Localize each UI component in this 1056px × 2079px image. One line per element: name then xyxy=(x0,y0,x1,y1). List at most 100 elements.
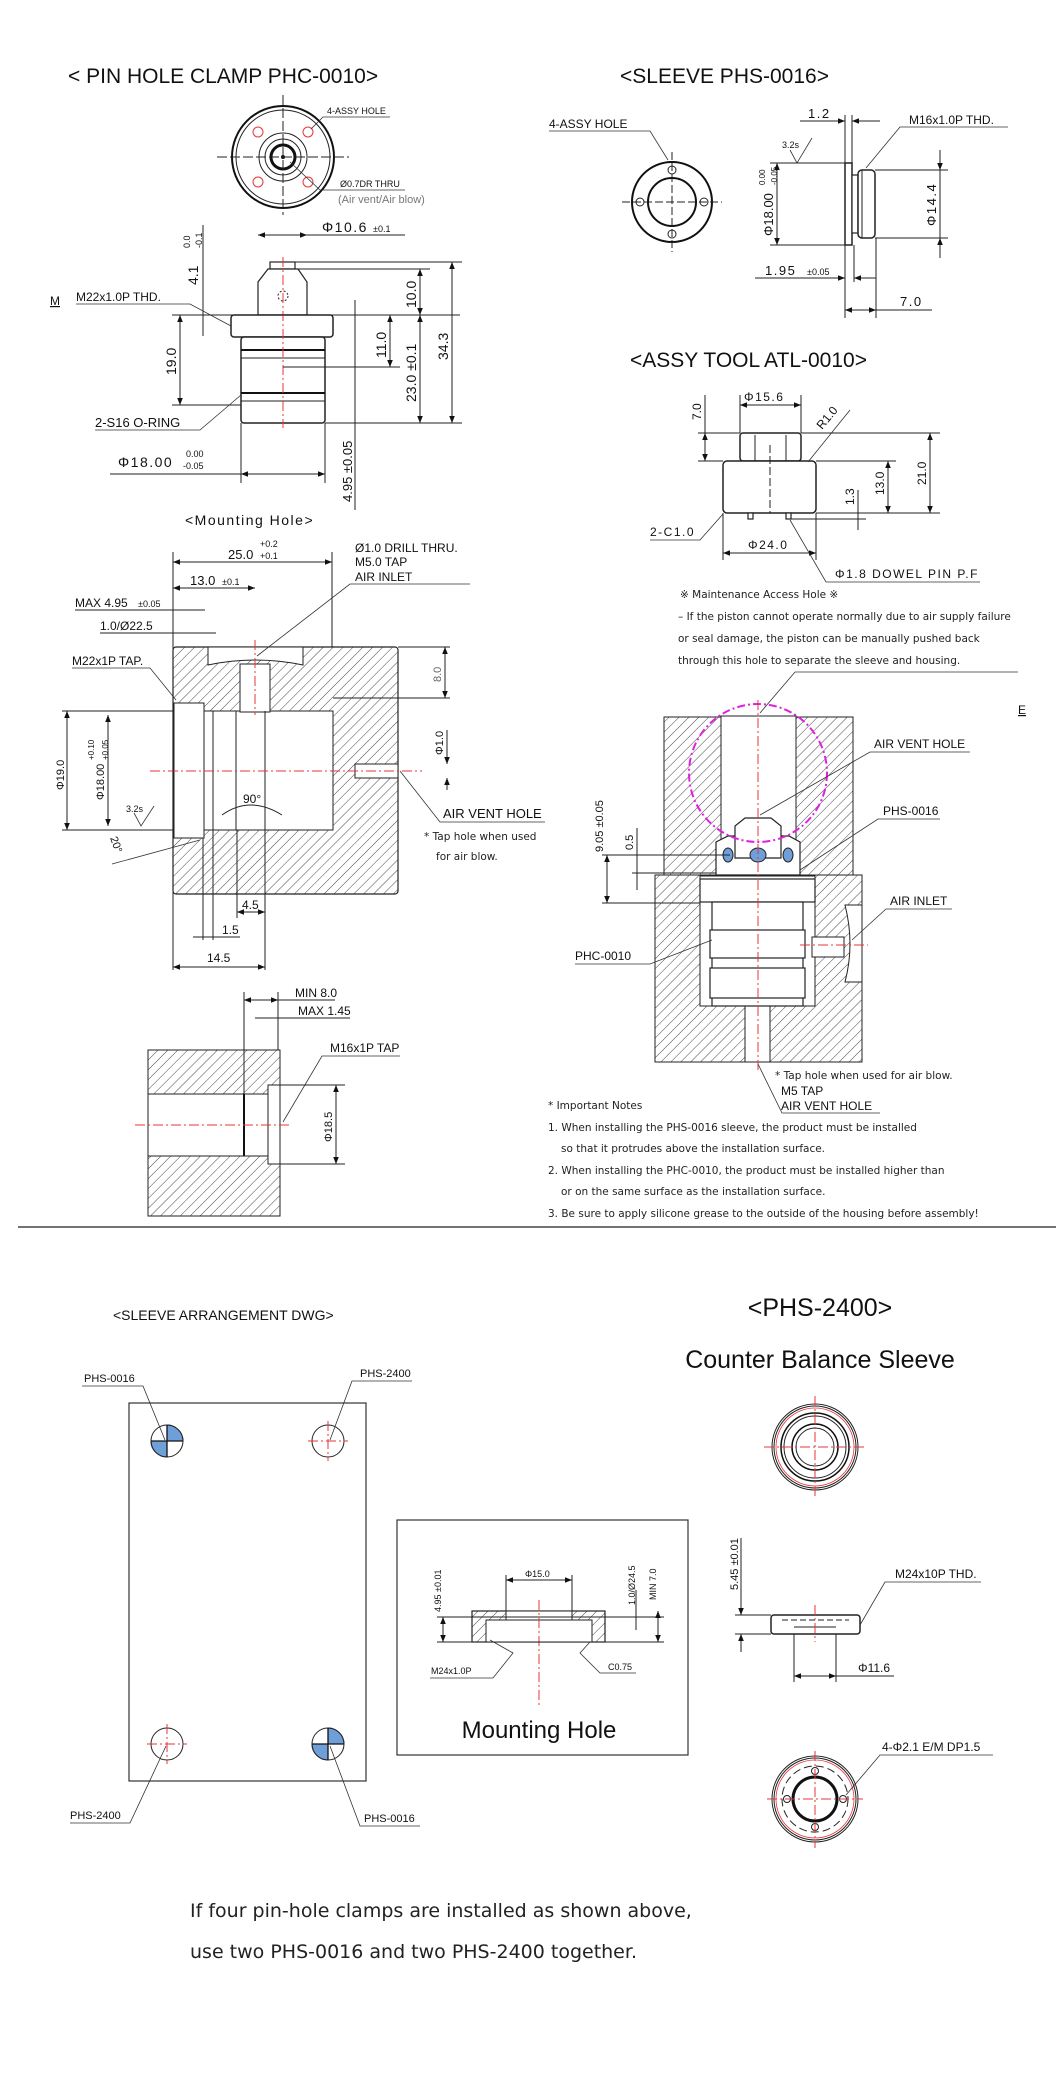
dim-4-5: 4.5 xyxy=(242,898,259,912)
tol-top: 0.0 xyxy=(182,235,192,248)
box-caption: Mounting Hole xyxy=(462,1717,617,1744)
dim-1-95-tol: ±0.05 xyxy=(807,267,829,277)
dim-21: 21.0 xyxy=(915,461,929,485)
inlet-port xyxy=(844,904,863,983)
dim-7: 7.0 xyxy=(900,294,923,309)
leader xyxy=(329,1380,412,1441)
m5-label: M5 TAP xyxy=(781,1084,823,1098)
leader xyxy=(256,583,470,657)
dim-14-5: 14.5 xyxy=(207,951,231,965)
air-vent-label: AIR VENT HOLE xyxy=(443,806,542,821)
air-inlet-label: AIR INLET xyxy=(890,894,948,908)
plate xyxy=(128,1402,367,1782)
dim-34-3: 34.3 xyxy=(435,333,451,360)
maintenance-heading: ※ Maintenance Access Hole ※ xyxy=(680,589,838,601)
thread-label: M24x1.0P xyxy=(431,1666,472,1676)
phs-2400-section: <PHS-2400> Counter Balance Sleeve 5.45 ±… xyxy=(685,1294,993,1848)
assy-hole-label: 4-ASSY HOLE xyxy=(327,106,386,116)
label-bottom-right: PHS-0016 xyxy=(364,1813,415,1825)
assy-hole-label: 4-ASSY HOLE xyxy=(549,117,627,131)
dia-18-lower: -0.05 xyxy=(770,166,779,185)
tap-note-1: * Tap hole when used xyxy=(424,831,536,843)
dim-25: 25.0 xyxy=(228,547,253,562)
assy-hole xyxy=(252,176,264,188)
phc-thread-flange xyxy=(230,314,334,338)
air-vent-label: AIR VENT HOLE xyxy=(874,737,965,751)
assembly-section: E AIR VENT HOLE PHS-0016 AIR INLET PHC-0… xyxy=(575,700,1026,1114)
tap-note: * Tap hole when used for air blow. xyxy=(775,1070,953,1082)
drill-label: Ø1.0 DRILL THRU. xyxy=(355,541,458,555)
leader xyxy=(82,1385,166,1441)
phs2400-bottom-view: 4-Φ2.1 E/M DP1.5 xyxy=(767,1740,993,1848)
sleeve-neck xyxy=(851,174,859,234)
dim-9-05: 9.05 ±0.05 xyxy=(594,800,606,852)
dim-1-5: 1.5 xyxy=(222,923,239,937)
dia-18-lower: -0.05 xyxy=(183,461,204,471)
dim-13-tol: ±0.1 xyxy=(222,577,239,587)
dim-25-lower: +0.1 xyxy=(260,551,278,561)
mounting-hole-section: <Mounting Hole> 25.0 +0.2 +0.1 13.0 ±0.1… xyxy=(55,512,545,1217)
note-line: so that it protrudes above the installat… xyxy=(561,1143,825,1155)
c075-label: C0.75 xyxy=(608,1662,632,1672)
dia-18: Φ18.00 xyxy=(761,193,776,236)
roughness-label: 3.2s xyxy=(126,804,144,814)
ball xyxy=(782,847,794,863)
angle-arc xyxy=(221,804,283,816)
dim-13: 13.0 xyxy=(190,573,215,588)
sleeve-label: PHS-0016 xyxy=(883,804,939,818)
dim-1-3: 1.3 xyxy=(843,488,857,505)
arrangement-title: <SLEEVE ARRANGEMENT DWG> xyxy=(113,1307,334,1323)
dim-5-45: 5.45 ±0.01 xyxy=(729,1538,741,1590)
footer-line-1: If four pin-hole clamps are installed as… xyxy=(190,1900,692,1922)
clamp-label: PHC-0010 xyxy=(575,949,631,963)
hole-phs-2400-bottom-left xyxy=(147,1724,187,1764)
leader xyxy=(310,116,390,130)
min-7: MIN 7.0 xyxy=(648,1568,658,1600)
thread-label: M24x10P THD. xyxy=(895,1567,977,1581)
hole-phs-0016-top-left xyxy=(150,1424,184,1458)
maintenance-line: or seal damage, the piston can be manual… xyxy=(678,633,981,645)
leader xyxy=(575,939,713,965)
note-line: or on the same surface as the installati… xyxy=(561,1186,825,1198)
mounting-hole-box: Φ15.0 4.95 ±0.01 1.0/Ø24.5 MIN 7.0 M24x1… xyxy=(396,1519,689,1756)
leader xyxy=(111,839,201,865)
leader xyxy=(72,667,177,701)
leader xyxy=(789,519,980,583)
label-top-left: PHS-0016 xyxy=(84,1373,135,1385)
dim-0-5: 0.5 xyxy=(624,835,636,850)
phc-0010-section: < PIN HOLE CLAMP PHC-0010> 4-ASSY HOLE Ø… xyxy=(50,65,462,510)
tol-0-1: ±0.1 xyxy=(373,224,390,234)
dia-15: Φ15.0 xyxy=(525,1569,550,1579)
dowel-pin xyxy=(785,512,792,520)
m16-tap-label: M16x1P TAP xyxy=(330,1041,399,1055)
max-1-45: MAX 1.45 xyxy=(298,1004,351,1018)
maintenance-line: through this hole to separate the sleeve… xyxy=(678,655,960,667)
maintenance-line: – If the piston cannot operate normally … xyxy=(678,611,1011,623)
chamfer: 1.0/Ø24.5 xyxy=(627,1565,637,1605)
dia-18-5: Φ18.5 xyxy=(323,1112,335,1142)
hole-phs-0016-bottom-right xyxy=(311,1727,345,1761)
thread-label: M22x1.0P THD. xyxy=(76,290,161,304)
top-recess xyxy=(207,646,304,666)
holes-label: 4-Φ2.1 E/M DP1.5 xyxy=(882,1740,981,1754)
dia-18: Φ18.00 xyxy=(118,454,173,470)
dim-1-2: 1.2 xyxy=(808,106,831,121)
air-inlet-label: AIR INLET xyxy=(355,570,413,584)
leader xyxy=(579,1641,636,1674)
leader xyxy=(845,1754,993,1796)
chamfer-label: 1.0/Ø22.5 xyxy=(100,619,153,633)
oring-label: 2-S16 O-RING xyxy=(95,415,180,430)
max-4-95-tol: ±0.05 xyxy=(138,599,160,609)
leader xyxy=(282,1055,400,1123)
dim-19: 19.0 xyxy=(163,348,179,375)
leader xyxy=(859,1581,981,1626)
m16-tap-section: MIN 8.0 MAX 1.45 M16x1P TAP Φ18.5 xyxy=(135,986,400,1217)
leader xyxy=(430,1639,514,1679)
dim-1-95: 1.95 xyxy=(765,263,796,278)
dia-18: Φ18.00 xyxy=(95,764,107,800)
dim-4-95: 4.95 ±0.01 xyxy=(433,1570,443,1612)
leader xyxy=(851,908,952,941)
leader xyxy=(807,409,851,463)
inlet-tap xyxy=(811,936,845,958)
